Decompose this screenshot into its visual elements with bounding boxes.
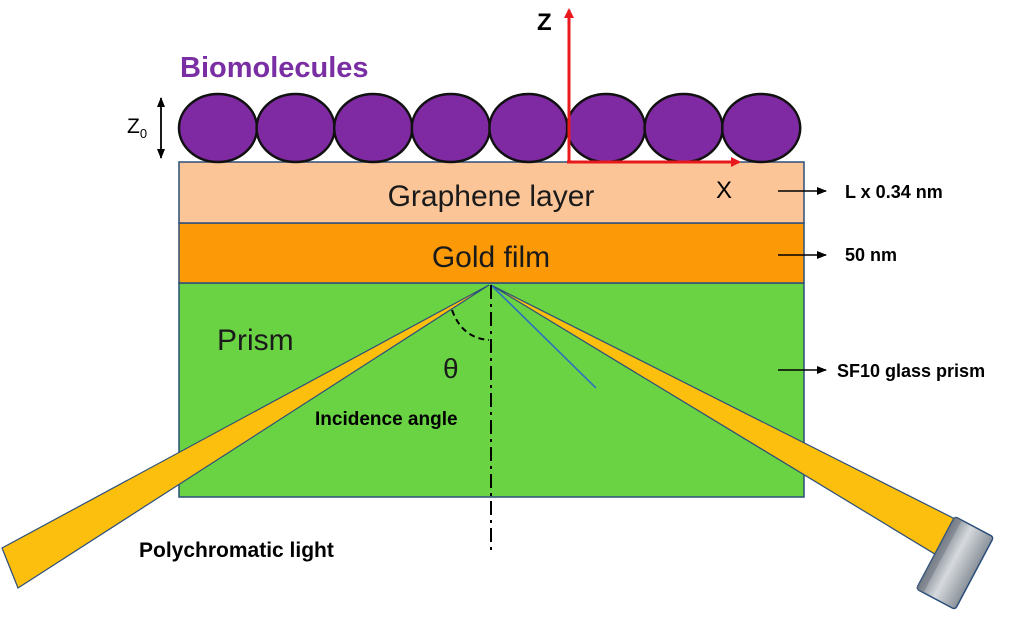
coordinate-axes-icon bbox=[564, 8, 741, 167]
graphene-thickness-label: L x 0.34 nm bbox=[845, 182, 943, 202]
incident-light-beam bbox=[1, 284, 490, 589]
x-axis-label: X bbox=[716, 177, 732, 204]
prism-label: Prism bbox=[217, 324, 294, 357]
z-axis-label: Z bbox=[537, 9, 552, 36]
biomolecules-label: Biomolecules bbox=[180, 52, 369, 84]
graphene-layer bbox=[178, 161, 805, 224]
biomolecule-row bbox=[177, 92, 802, 164]
gold-thickness-label: 50 nm bbox=[845, 245, 897, 265]
graphene-layer-label: Graphene layer bbox=[388, 180, 595, 213]
incidence-angle-label: Incidence angle bbox=[315, 409, 458, 430]
detector-icon bbox=[916, 516, 994, 610]
gold-film-label: Gold film bbox=[432, 241, 550, 274]
biomolecule bbox=[332, 92, 414, 164]
z0-label: Z0 bbox=[127, 115, 147, 141]
biomolecule bbox=[177, 92, 259, 164]
gold-film-layer bbox=[178, 222, 805, 284]
prism-material-label: SF10 glass prism bbox=[837, 361, 985, 381]
biomolecule bbox=[720, 92, 802, 164]
refracted-ray bbox=[490, 284, 597, 389]
biomolecule bbox=[255, 92, 336, 164]
theta-label: θ bbox=[443, 353, 459, 384]
biomolecule bbox=[565, 92, 647, 164]
biomolecule bbox=[643, 92, 724, 164]
angle-arc bbox=[451, 309, 490, 341]
biomolecule bbox=[410, 92, 492, 164]
polychromatic-light-label: Polychromatic light bbox=[139, 539, 334, 562]
biomolecule bbox=[488, 92, 569, 164]
